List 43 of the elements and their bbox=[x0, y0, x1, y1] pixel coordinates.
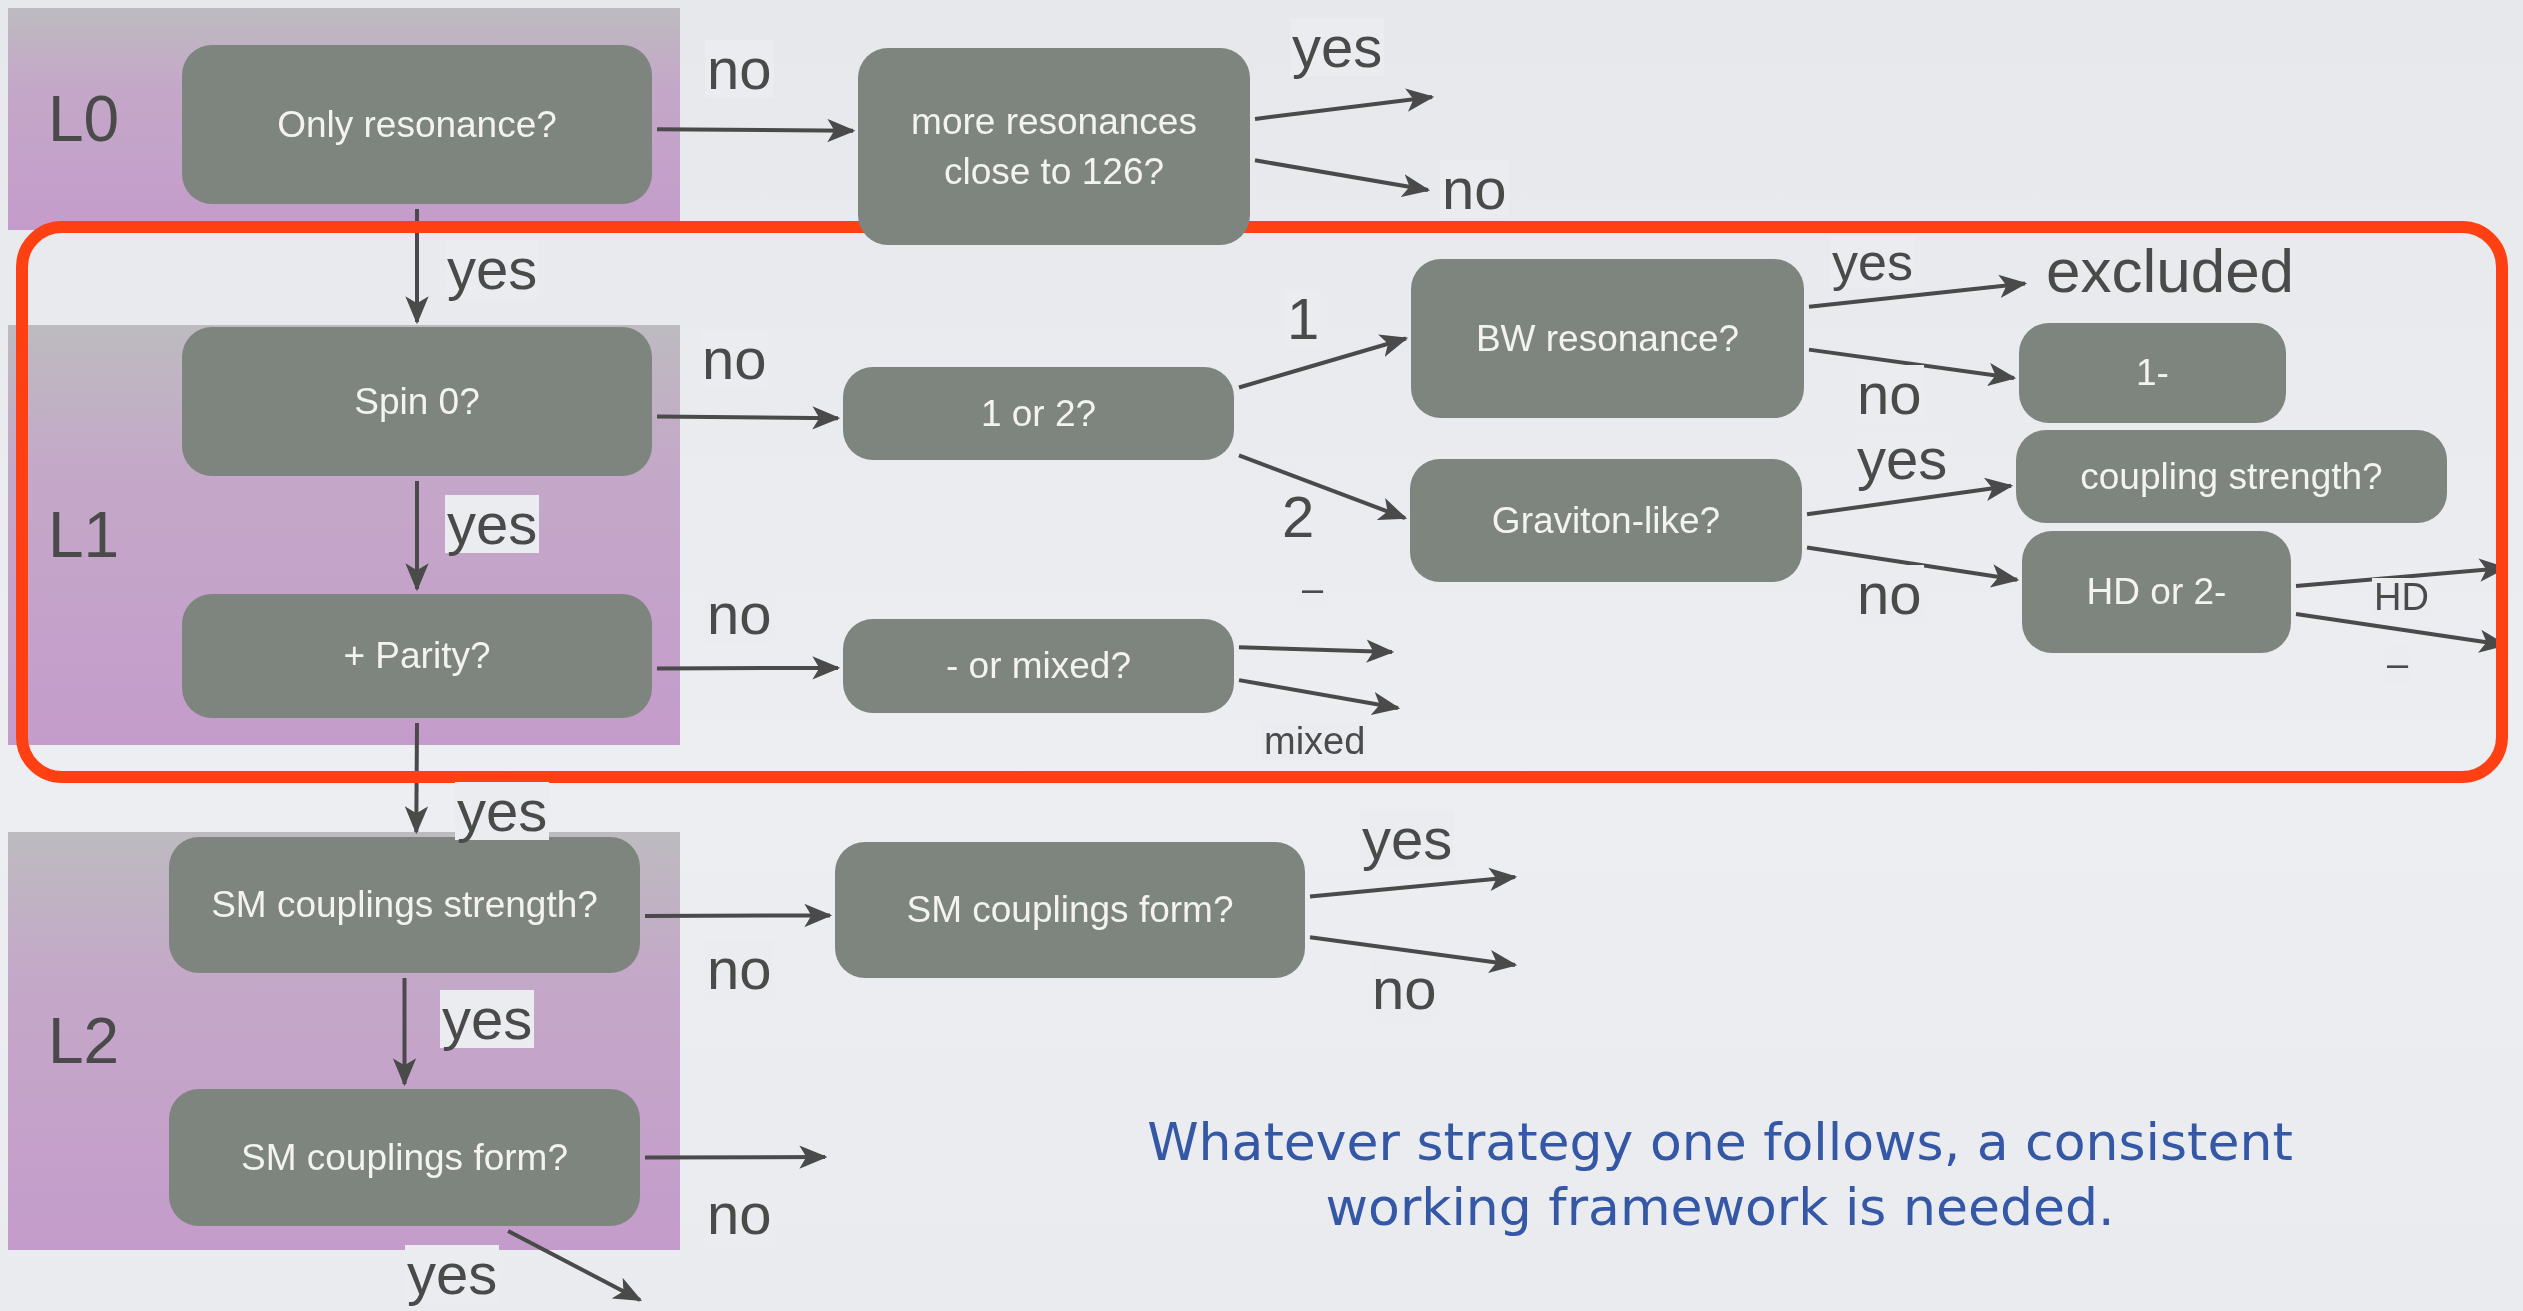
level-label: L0 bbox=[48, 82, 120, 156]
arrow bbox=[656, 406, 841, 430]
arrow bbox=[392, 978, 417, 1087]
arrow bbox=[657, 118, 856, 143]
arrow bbox=[404, 723, 429, 835]
level-band bbox=[8, 8, 680, 230]
caption: Whatever strategy one follows, a consistent working framework is needed. bbox=[1146, 1111, 2294, 1239]
decision-box: SM couplings form? bbox=[835, 842, 1305, 978]
arrow bbox=[405, 481, 429, 592]
arrow bbox=[1254, 158, 1431, 198]
decision-box: SM couplings form? bbox=[169, 1089, 640, 1226]
outcome-text: excluded bbox=[2030, 236, 2310, 304]
arrow bbox=[1309, 935, 1518, 974]
arrow bbox=[1254, 88, 1435, 121]
level-label: L1 bbox=[48, 498, 120, 572]
decision-box: Spin 0? bbox=[182, 327, 652, 476]
arrow bbox=[657, 656, 841, 680]
arrow bbox=[405, 209, 429, 325]
decision-box: + Parity? bbox=[182, 594, 652, 718]
arrow bbox=[1238, 334, 1409, 390]
arrow bbox=[1808, 274, 2028, 309]
level-band bbox=[8, 325, 680, 745]
decision-box: coupling strength? bbox=[2016, 430, 2447, 523]
arrow bbox=[1238, 453, 1408, 520]
decision-box: 1- bbox=[2019, 323, 2286, 423]
arrow bbox=[1806, 477, 2014, 517]
decision-box: Only resonance? bbox=[182, 45, 652, 204]
decision-box: - or mixed? bbox=[843, 619, 1234, 713]
decision-box: HD or 2- bbox=[2022, 531, 2291, 653]
level-label: L2 bbox=[48, 1004, 120, 1078]
decision-box: Graviton-like? bbox=[1410, 459, 1802, 582]
edge-label: no bbox=[705, 40, 774, 98]
decision-box: more resonances close to 126? bbox=[858, 48, 1250, 245]
decision-box: BW resonance? bbox=[1411, 259, 1804, 418]
arrow bbox=[645, 903, 833, 928]
arrow bbox=[645, 1145, 828, 1169]
arrow bbox=[1238, 678, 1401, 716]
arrow bbox=[507, 1229, 643, 1302]
arrow bbox=[1806, 545, 2020, 588]
arrow bbox=[1808, 347, 2017, 387]
arrow bbox=[1309, 867, 1518, 899]
decision-box: 1 or 2? bbox=[843, 367, 1234, 460]
arrow bbox=[1238, 639, 1395, 663]
